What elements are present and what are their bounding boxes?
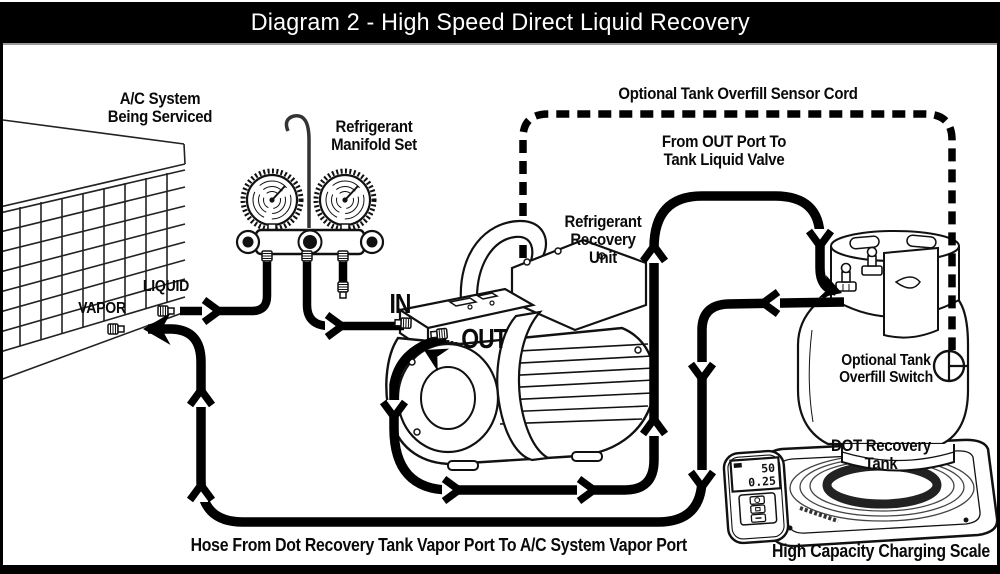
manifold-set-drawing [235,113,385,268]
title-divider [0,43,1000,45]
label-vapor-hose: Hose From Dot Recovery Tank Vapor Port T… [190,535,688,555]
bottom-border [0,565,1000,574]
out-port-fitting [429,327,449,341]
remote-reading-bottom: 0.25 [748,474,777,490]
remote-button-mode[interactable] [750,504,766,514]
label-recovery-unit: Refrigerant Recovery Unit [564,212,642,268]
recovery-unit-drawing [385,219,656,471]
remote-button-power[interactable] [749,495,766,505]
label-ac-system: A/C System Being Serviced [107,89,213,127]
label-vapor-port: VAPOR [78,300,126,317]
battery-icon [733,462,742,468]
ac-system-drawing [0,119,186,381]
label-liquid-port: LIQUID [142,278,190,295]
liquid-hose [180,262,272,316]
diagram-title: Diagram 2 - High Speed Direct Liquid Rec… [250,8,750,36]
scale-remote: 50 0.25 [722,449,790,545]
label-dot-tank: DOT Recovery Tank [831,436,931,474]
overfill-switch-icon [932,349,968,383]
tank-liquid-valve [861,246,883,276]
liquid-port-fitting [157,305,175,317]
title-bar: Diagram 2 - High Speed Direct Liquid Rec… [0,2,1000,43]
label-out-to-tank: From OUT Port To Tank Liquid Valve [661,132,787,170]
label-overfill-switch: Optional Tank Overfill Switch [839,352,933,387]
left-border [0,43,3,565]
hanging-hook [284,113,311,228]
remote-reading-top: 50 [761,461,776,476]
right-border [997,43,1000,565]
high-side-gauge [316,171,374,229]
label-out-port: OUT [461,323,508,354]
body-ribs [499,343,655,425]
label-in-port: IN [389,288,411,319]
tank-vapor-valve [835,262,857,292]
label-manifold-set: Refrigerant Manifold Set [331,117,417,155]
low-side-gauge [243,171,301,229]
remote-lcd [729,456,782,493]
sensor-cord [519,110,956,350]
vapor-port-fitting [107,323,125,335]
tank-drawing [796,230,970,472]
label-sensor-cord: Optional Tank Overfill Sensor Cord [618,84,858,103]
label-charging-scale: High Capacity Charging Scale [772,541,990,561]
vapor-return-hose [148,297,845,527]
